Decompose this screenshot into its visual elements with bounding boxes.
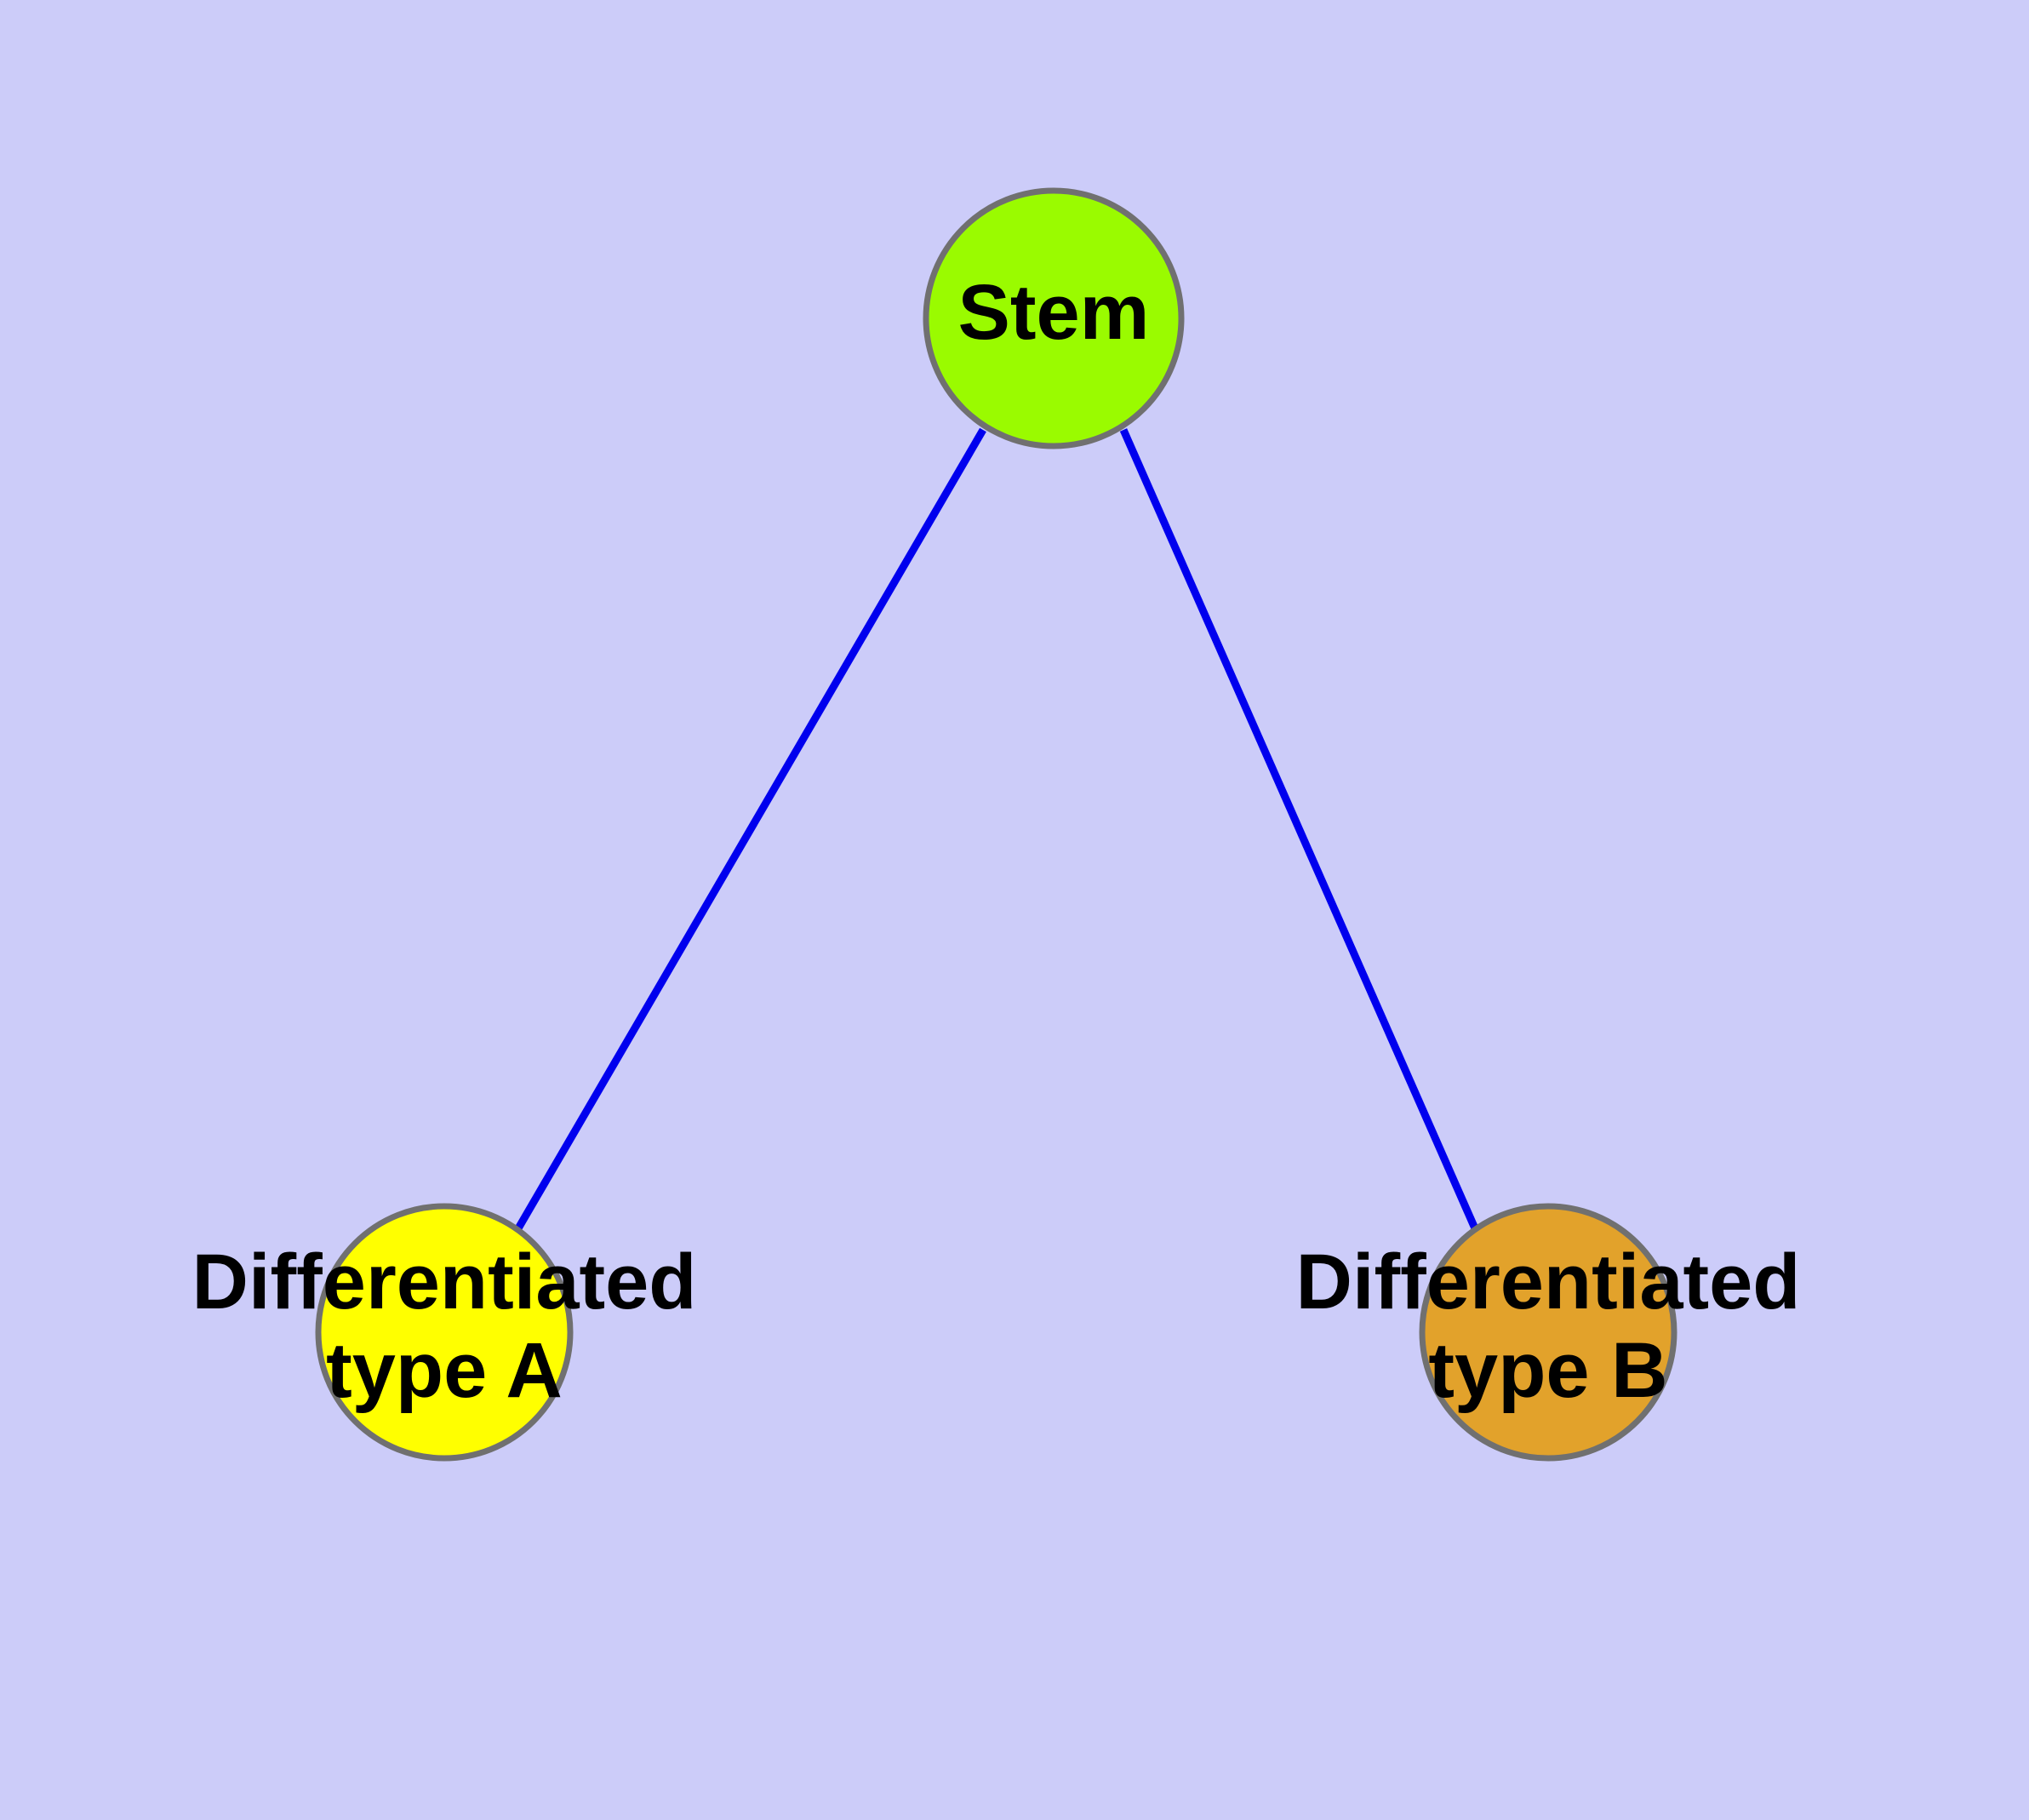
node-label-line: type B xyxy=(1428,1327,1667,1414)
node-label-stem: Stem xyxy=(958,269,1150,356)
node-differentiated-type-a[interactable] xyxy=(315,1203,574,1462)
edge-stem-to-differentiated-type-b[interactable] xyxy=(1119,428,1479,1230)
nodes-layer xyxy=(315,187,1677,1462)
node-differentiated-type-b[interactable] xyxy=(1419,1203,1677,1462)
node-label-line: type A xyxy=(326,1327,563,1414)
edges-layer xyxy=(515,427,1479,1231)
node-label-line: Differentiated xyxy=(1296,1239,1801,1325)
node-stem[interactable] xyxy=(923,187,1185,449)
edge-stem-to-differentiated-type-a[interactable] xyxy=(515,427,986,1231)
node-label-line: Differentiated xyxy=(192,1239,697,1325)
node-label-line: Stem xyxy=(958,269,1150,356)
